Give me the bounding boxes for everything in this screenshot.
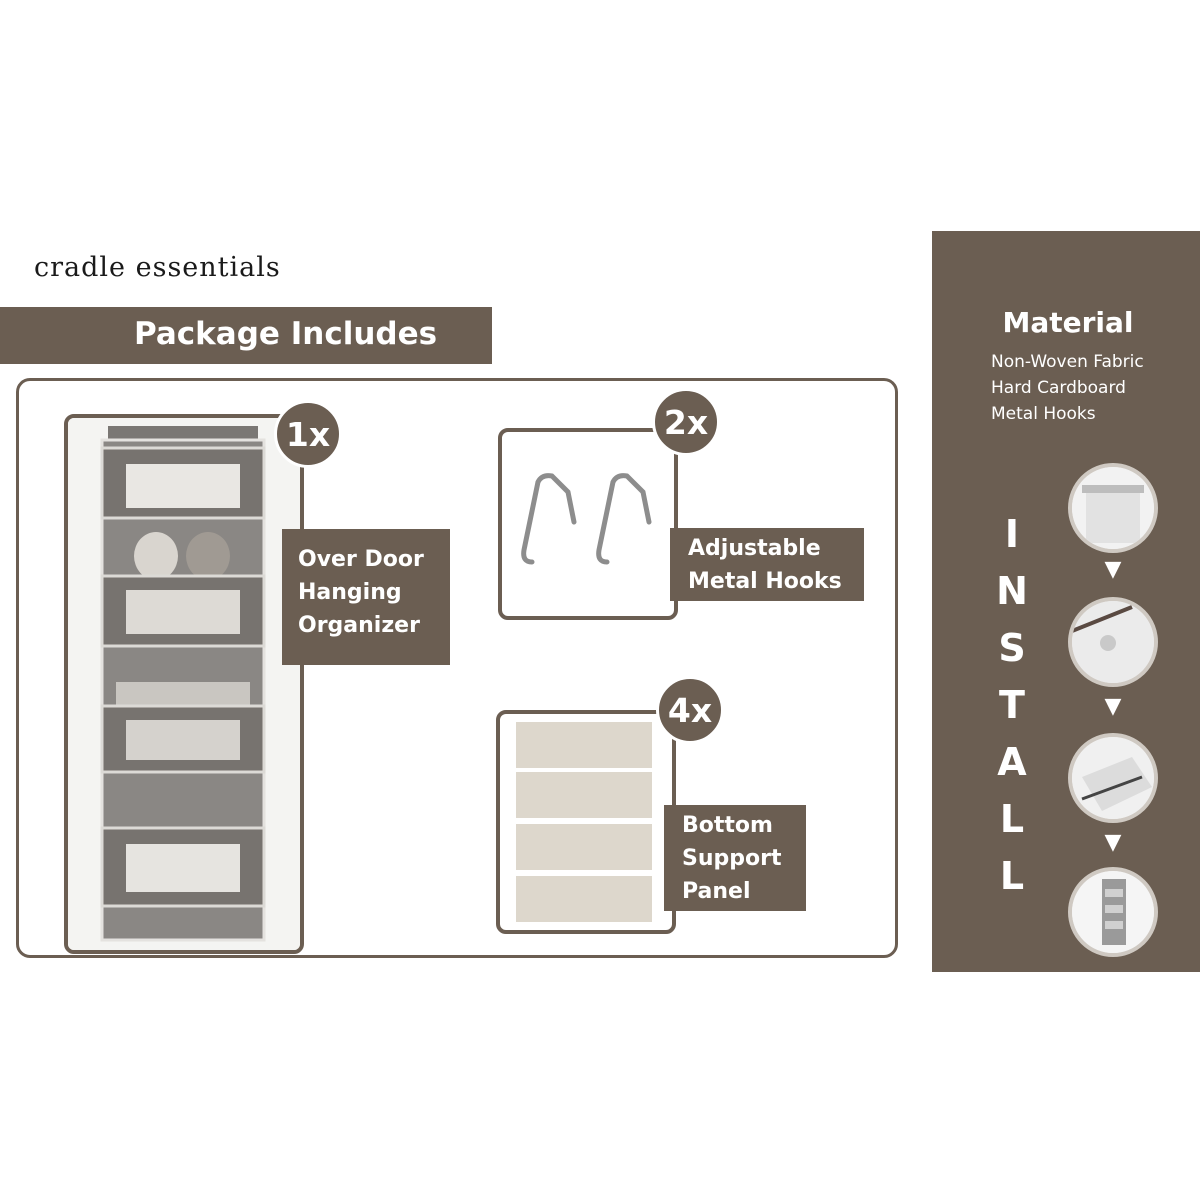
- panel-illustration: [516, 722, 652, 922]
- organizer-illustration: [68, 418, 300, 950]
- install-step-4: [1068, 867, 1158, 957]
- chevron-down-icon: ▼: [1104, 830, 1122, 855]
- install-step-3: [1068, 733, 1158, 823]
- install-step-1: [1068, 463, 1158, 553]
- material-install-panel: [932, 231, 1200, 972]
- material-title: Material: [1002, 306, 1134, 339]
- package-frame: [16, 378, 898, 958]
- hooks-photo: [498, 428, 678, 620]
- organizer-photo: [64, 414, 304, 954]
- install-letter: L: [999, 797, 1025, 841]
- label-hooks: Adjustable Metal Hooks: [670, 528, 864, 601]
- label-organizer-line1: Over Door: [298, 547, 424, 572]
- hook-icon: [521, 473, 652, 565]
- label-panels-line2: Support: [682, 846, 782, 871]
- material-item: Non-Woven Fabric: [991, 352, 1144, 372]
- install-letter: S: [998, 626, 1026, 670]
- package-title: Package Includes: [134, 316, 438, 352]
- package-banner: [0, 307, 492, 364]
- label-hooks-line1: Adjustable: [688, 536, 821, 561]
- label-organizer: Over Door Hanging Organizer: [282, 529, 450, 665]
- chevron-down-icon: ▼: [1104, 694, 1122, 719]
- install-letter: L: [999, 854, 1025, 898]
- label-panels: Bottom Support Panel: [664, 805, 806, 911]
- install-letter: A: [997, 740, 1027, 784]
- install-step-2: [1068, 597, 1158, 687]
- qty-badge-hooks: 2x: [652, 388, 720, 456]
- install-letter: I: [1004, 512, 1020, 556]
- label-panels-line3: Panel: [682, 879, 751, 904]
- qty-badge-organizer: 1x: [274, 400, 342, 468]
- label-organizer-line2: Hanging: [298, 580, 402, 605]
- install-letter: N: [996, 569, 1028, 613]
- label-panels-line1: Bottom: [682, 813, 773, 838]
- panels-photo: [496, 710, 676, 934]
- label-hooks-line2: Metal Hooks: [688, 569, 842, 594]
- qty-badge-panels: 4x: [656, 676, 724, 744]
- material-item: Hard Cardboard: [991, 378, 1126, 398]
- label-organizer-line3: Organizer: [298, 613, 420, 638]
- material-item: Metal Hooks: [991, 404, 1096, 424]
- install-letter: T: [999, 683, 1025, 727]
- chevron-down-icon: ▼: [1104, 557, 1122, 582]
- brand-logo: cradle essentials: [34, 252, 281, 283]
